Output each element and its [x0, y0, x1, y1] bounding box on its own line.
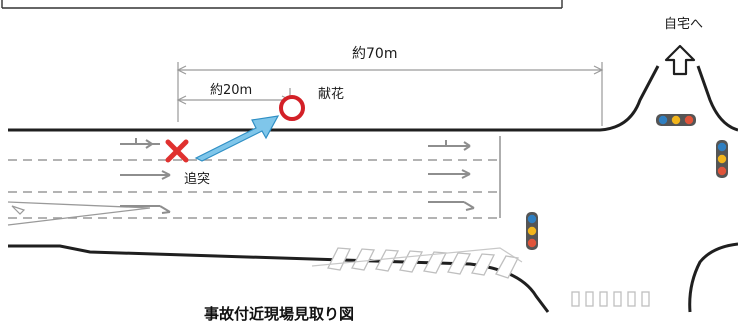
traffic-light-icon	[656, 114, 696, 126]
diagram-caption: 事故付近現場見取り図	[204, 305, 354, 323]
lane-arrows-left	[120, 138, 171, 214]
crosswalk-diagonal	[311, 247, 523, 279]
merge-lane-hatch	[11, 205, 26, 215]
road-upper-edge	[8, 65, 660, 132]
road-right-lower-edge	[688, 242, 738, 313]
distance-short-label: 約20m	[210, 83, 252, 98]
traffic-light-icon	[716, 140, 728, 178]
flowers-label: 献花	[318, 86, 344, 102]
home-direction-label: 自宅へ	[664, 17, 703, 32]
distance-long-label: 約70m	[352, 46, 397, 62]
direction-arrow-icon	[664, 44, 696, 76]
flower-circle-icon	[279, 95, 305, 121]
lane-arrows-right	[428, 140, 475, 211]
top-frame	[1, 0, 563, 9]
dimension-70m	[176, 62, 604, 126]
traffic-light-icon	[526, 212, 538, 250]
road-right-upper-edge	[696, 65, 738, 132]
movement-arrow-icon	[194, 115, 280, 162]
collision-label: 追突	[184, 171, 210, 187]
collision-x-icon	[165, 139, 189, 163]
lane-dividers	[8, 159, 500, 219]
crosswalk-bottom	[571, 291, 650, 307]
